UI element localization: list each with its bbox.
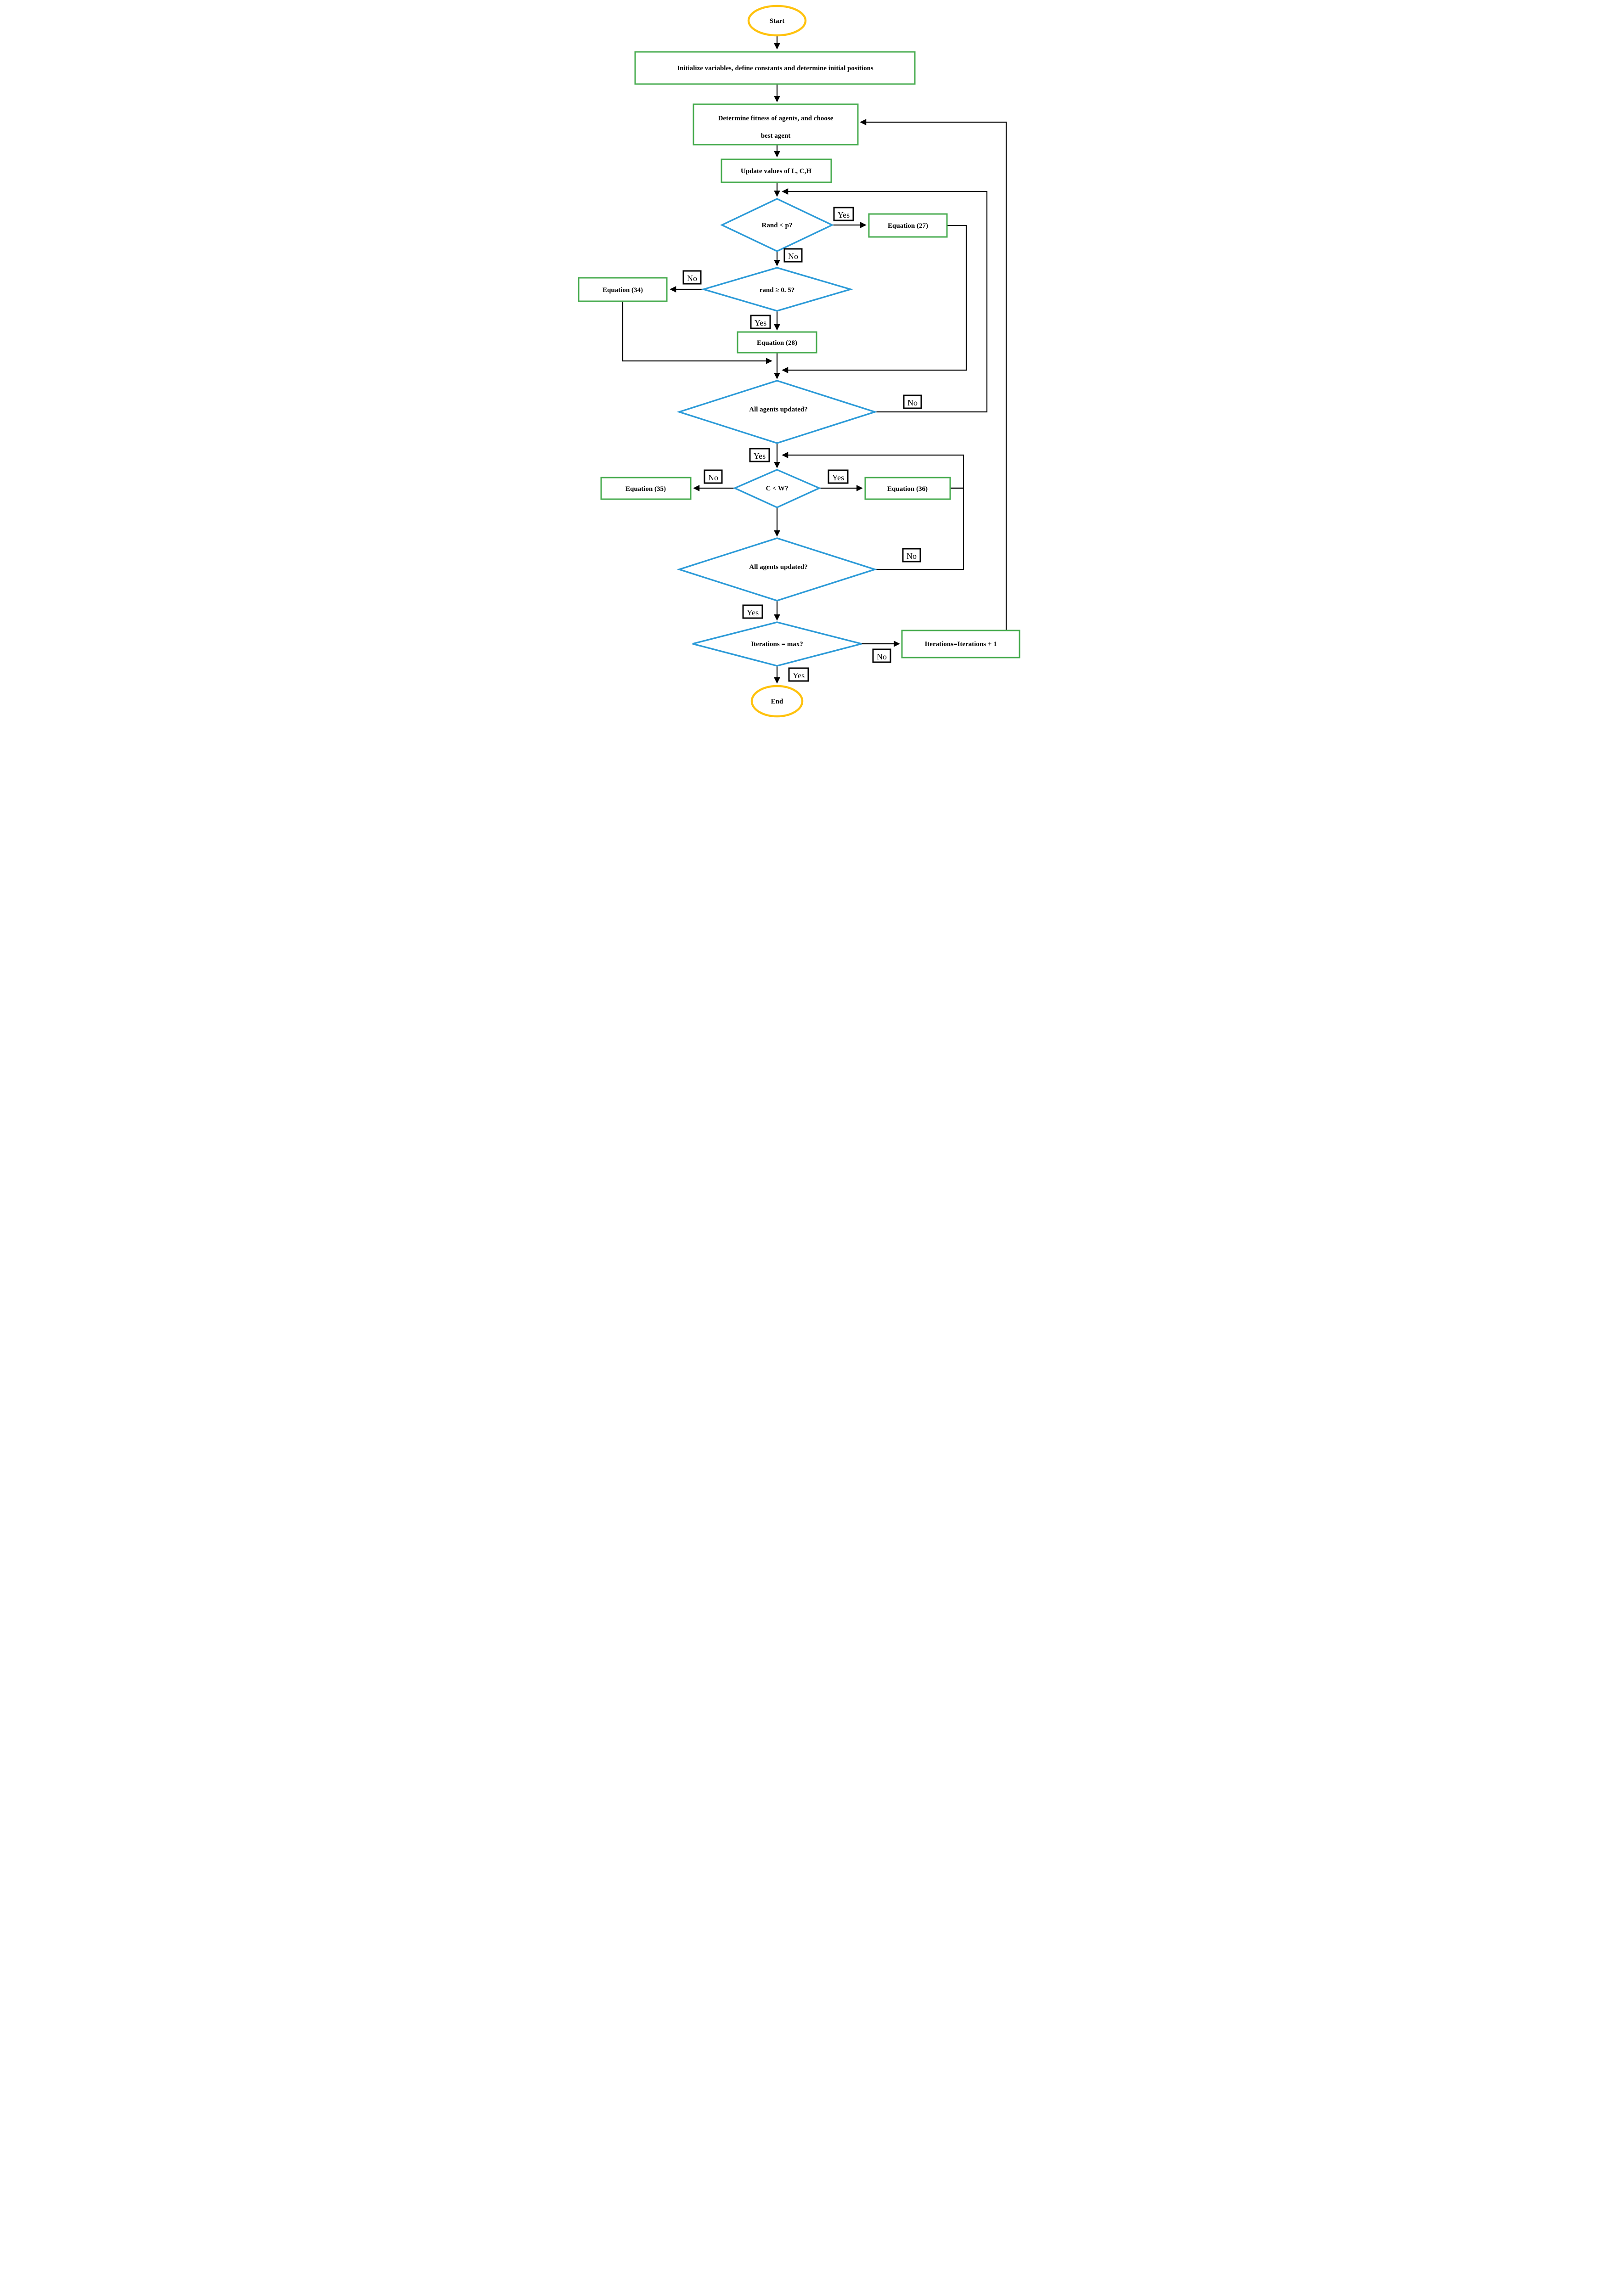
edge-eq27-merge: [782, 225, 967, 373]
decision-all-agents-2-label: All agents updated?: [749, 563, 808, 571]
start-label: Start: [770, 17, 785, 25]
decision-iterations-max: [692, 621, 862, 667]
edge-label-no-all-agents-2: No: [902, 548, 921, 563]
decision-all-agents-1-label: All agents updated?: [749, 406, 808, 413]
decision-c-w-label: C < W?: [766, 485, 788, 492]
process-equation-34-label: Equation (34): [603, 287, 643, 294]
decision-rand-p: [720, 198, 834, 252]
process-equation-27: [868, 213, 948, 238]
flowchart-diagram: Start Initialize variables, define const…: [575, 0, 1025, 727]
edge-label-yes-all-agents-2: Yes: [742, 604, 763, 619]
decision-rand-05: [700, 267, 854, 312]
svg-text:No: No: [708, 473, 718, 482]
svg-text:Yes: Yes: [832, 473, 844, 482]
process-fitness-line2: best agent: [761, 132, 791, 140]
svg-text:Yes: Yes: [747, 608, 759, 617]
decision-all-agents-1: [676, 380, 878, 444]
edge-no-loop-allagents1: [782, 188, 988, 413]
edge-label-no-iterations-max: No: [872, 648, 891, 663]
process-equation-27-label: Equation (27): [888, 222, 928, 230]
svg-text:No: No: [788, 252, 798, 261]
edge-label-yes-rand-p: Yes: [833, 207, 854, 221]
process-equation-36: [864, 477, 951, 500]
decision-all-agents-2: [676, 537, 878, 602]
decision-c-w: [732, 469, 822, 508]
edge-label-no-rand-05: No: [682, 270, 702, 285]
decision-rand-p-label: Rand < p?: [762, 222, 793, 229]
process-equation-28: [737, 331, 817, 354]
edge-label-no-c-w: No: [704, 469, 723, 484]
process-initialize: [634, 51, 916, 85]
svg-text:Yes: Yes: [754, 451, 766, 461]
svg-text:Yes: Yes: [755, 318, 766, 327]
decision-iterations-max-label: Iterations = max?: [751, 641, 803, 648]
edge-iterinc-fitness-loop: [860, 119, 1007, 630]
process-equation-36-label: Equation (36): [887, 485, 928, 493]
process-equation-35-label: Equation (35): [625, 485, 666, 493]
end-terminator: [750, 685, 804, 718]
process-update-lch-label: Update values of L, C,H: [741, 168, 812, 175]
edge-label-yes-c-w: Yes: [828, 469, 849, 484]
svg-text:No: No: [907, 551, 917, 561]
edge-no-loop-allagents2: [782, 452, 964, 570]
process-equation-34: [578, 277, 668, 302]
edge-label-no-rand-p: No: [783, 248, 803, 263]
edge-label-yes-iterations-max: Yes: [788, 667, 809, 682]
svg-text:No: No: [907, 398, 918, 407]
process-initialize-label: Initialize variables, define constants a…: [677, 65, 873, 72]
svg-text:Yes: Yes: [838, 210, 850, 219]
process-iterations-increment: [901, 630, 1020, 658]
decision-rand-05-label: rand ≥ 0. 5?: [760, 287, 795, 294]
process-iterations-increment-label: Iterations=Iterations + 1: [924, 641, 997, 648]
flowchart-page: Start Initialize variables, define const…: [575, 0, 1025, 727]
process-fitness: [693, 103, 859, 146]
process-update-lch: [721, 158, 832, 183]
svg-text:No: No: [877, 652, 887, 661]
start-terminator: [747, 5, 807, 37]
edge-label-yes-rand-05: Yes: [750, 315, 771, 329]
process-fitness-line1: Determine fitness of agents, and choose: [718, 115, 834, 122]
edge-label-yes-all-agents-1: Yes: [749, 448, 770, 462]
edge-eq34-merge: [622, 301, 772, 364]
svg-text:Yes: Yes: [793, 671, 805, 680]
end-label: End: [771, 698, 783, 705]
svg-text:No: No: [687, 274, 697, 283]
process-equation-28-label: Equation (28): [757, 339, 797, 347]
edge-label-no-all-agents-1: No: [903, 394, 922, 409]
process-equation-35: [600, 477, 692, 500]
